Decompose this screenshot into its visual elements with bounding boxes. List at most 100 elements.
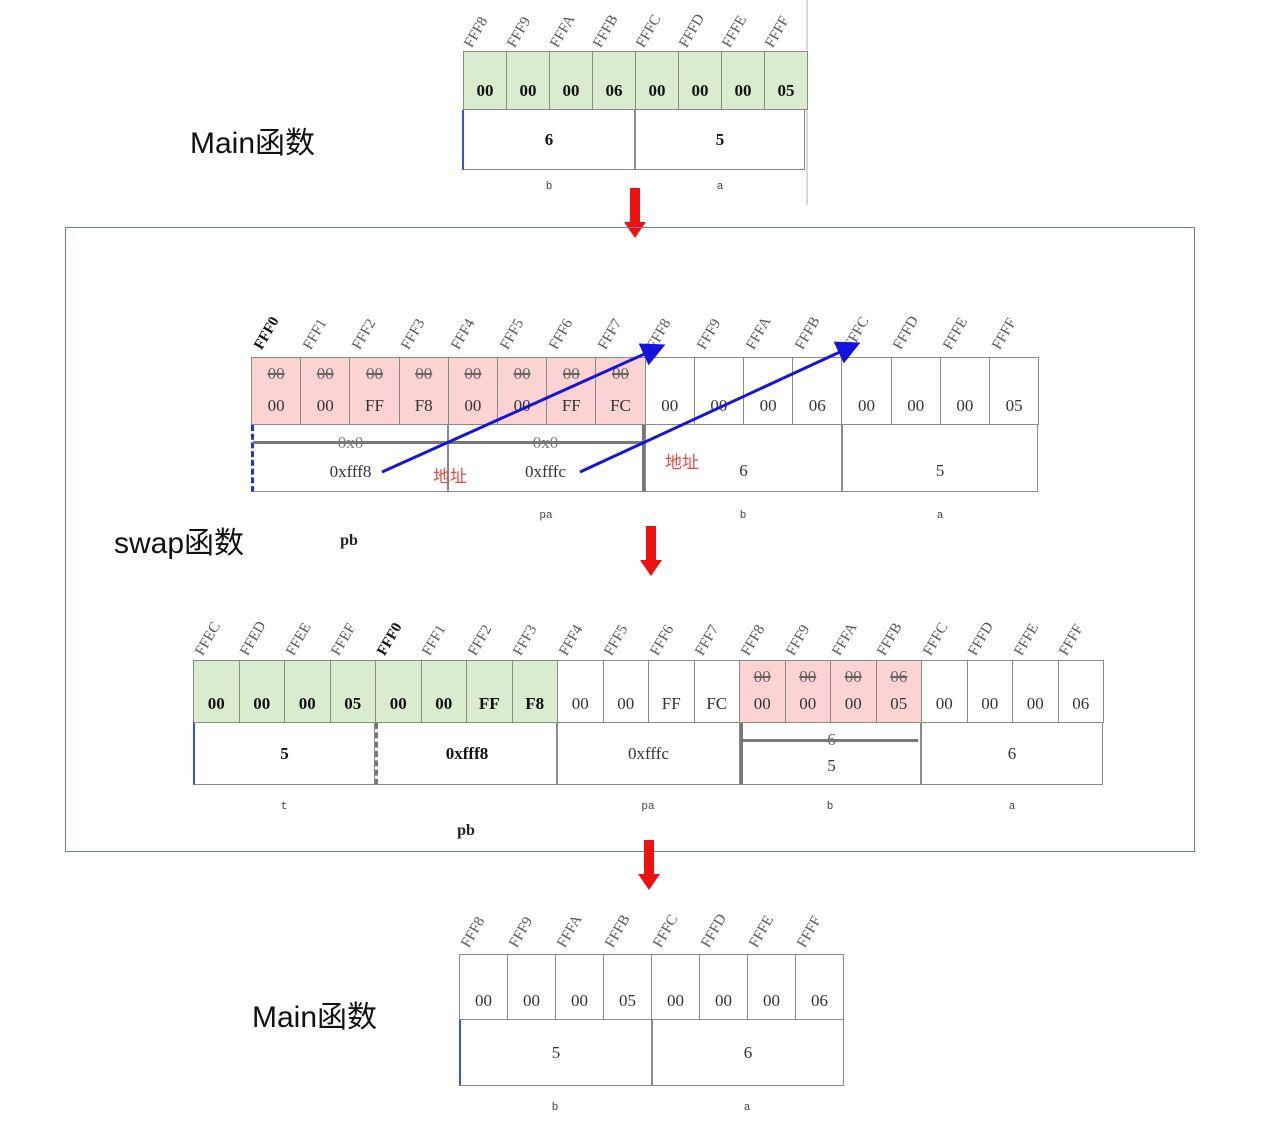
- byte-value: 00: [475, 991, 492, 1010]
- old-byte-value: 00: [464, 364, 482, 383]
- old-byte-value: 00: [415, 364, 433, 383]
- byte-value: 00: [667, 991, 684, 1010]
- byte-value: 00: [519, 81, 537, 100]
- memory-byte-cell: 00: [549, 51, 593, 110]
- byte-value: 00: [753, 694, 771, 713]
- var-a-label: a: [716, 181, 724, 193]
- memory-byte-cell: 00 00: [447, 357, 498, 425]
- memory-byte-cell: 00: [678, 51, 722, 110]
- var-b-box-swap: 6: [645, 425, 842, 492]
- pointer-pb-arrow: [381, 343, 666, 474]
- byte-value: 05: [344, 694, 362, 713]
- byte-value: 00: [857, 396, 875, 415]
- byte-value: FC: [610, 396, 631, 415]
- var-b-value-2: 5: [827, 756, 836, 775]
- memory-byte-cell: 00: [375, 660, 422, 723]
- old-byte-value: 00: [844, 667, 862, 686]
- var-pb-value: 0xfff8: [329, 462, 372, 481]
- var-a-value-swap: 5: [935, 461, 945, 480]
- memory-byte-cell: 00: [284, 660, 331, 723]
- byte-value: 00: [661, 396, 679, 415]
- byte-value: 00: [907, 396, 925, 415]
- var-a-value-final: 6: [743, 1042, 753, 1062]
- byte-value: 00: [734, 81, 752, 100]
- memory-byte-cell: 06: [795, 954, 844, 1020]
- byte-value: 00: [759, 396, 777, 415]
- var-b-value-final: 5: [551, 1042, 561, 1062]
- byte-value: FF: [365, 396, 384, 415]
- byte-value: 00: [476, 81, 494, 100]
- byte-value: 00: [981, 694, 999, 713]
- strike-line-b: [742, 739, 918, 742]
- byte-value: 05: [1005, 396, 1023, 415]
- old-byte-value: 00: [365, 364, 383, 383]
- byte-value: 06: [811, 991, 828, 1010]
- byte-value: 00: [207, 694, 225, 713]
- memory-byte-cell: 05: [329, 660, 376, 723]
- main-function-label-bottom: Main函数: [252, 1001, 378, 1034]
- swap-function-label: swap函数: [114, 527, 245, 560]
- memory-byte-cell: 00: [635, 51, 679, 110]
- memory-byte-cell: 00: [557, 660, 604, 723]
- old-byte-value: 00: [611, 364, 629, 383]
- byte-value: 00: [435, 694, 453, 713]
- byte-value: 00: [562, 81, 580, 100]
- var-pb-value-2: 0xfff8: [445, 743, 489, 763]
- old-byte-value: 00: [316, 364, 334, 383]
- byte-value: 05: [890, 694, 908, 713]
- byte-value: 00: [571, 991, 588, 1010]
- var-b-label-swap: b: [739, 510, 747, 522]
- var-b-label-2: b: [826, 801, 834, 813]
- var-b-value-swap: 6: [739, 461, 748, 480]
- memory-byte-cell: 00: [651, 954, 700, 1020]
- var-pa-value: 0xfffc: [525, 462, 566, 481]
- var-pb-box-2: 0xfff8: [375, 723, 557, 785]
- var-b-label: b: [545, 181, 553, 193]
- var-pa-box-2: 0xfffc: [557, 723, 740, 785]
- memory-byte-cell: 00: [459, 954, 508, 1020]
- byte-value: 00: [617, 694, 635, 713]
- down-arrow-1: [624, 188, 646, 238]
- byte-value: 05: [619, 991, 636, 1010]
- memory-byte-cell: 00: [507, 954, 556, 1020]
- pointer-pa-arrow: [579, 341, 861, 474]
- main-function-label-top: Main函数: [190, 127, 316, 160]
- byte-value: 00: [298, 694, 316, 713]
- memory-byte-cell: FF: [648, 660, 695, 723]
- byte-value: 00: [464, 396, 482, 415]
- memory-byte-cell: FF: [466, 660, 513, 723]
- var-a-value: 5: [715, 129, 725, 149]
- memory-byte-cell: 00: [921, 660, 968, 723]
- down-arrow-2: [640, 526, 662, 576]
- var-a-label-final: a: [743, 1102, 751, 1114]
- var-t-label: t: [280, 801, 288, 813]
- memory-byte-cell: 00: [463, 51, 507, 110]
- byte-value: FF: [661, 694, 681, 713]
- old-byte-value: 00: [562, 364, 580, 383]
- down-arrow-3: [638, 840, 660, 890]
- swap-frame: [65, 227, 1195, 852]
- var-pb-label: pb: [340, 532, 358, 549]
- var-b-box-final: 5: [459, 1020, 652, 1086]
- memory-byte-cell: 06: [1057, 660, 1104, 723]
- old-byte-value: 00: [513, 364, 531, 383]
- byte-value: 06: [605, 81, 623, 100]
- memory-byte-cell: 00: [721, 51, 765, 110]
- byte-value: 06: [808, 396, 826, 415]
- memory-byte-cell: 00: [420, 660, 467, 723]
- var-pa-label-2: pa: [641, 801, 655, 813]
- var-b-box: 6: [462, 110, 635, 170]
- memory-byte-cell: FC: [693, 660, 740, 723]
- var-a-label-2: a: [1008, 801, 1016, 813]
- byte-value: 00: [1026, 694, 1044, 713]
- byte-value: FF: [478, 694, 500, 713]
- byte-value: 06: [1072, 694, 1090, 713]
- byte-value: 00: [956, 396, 974, 415]
